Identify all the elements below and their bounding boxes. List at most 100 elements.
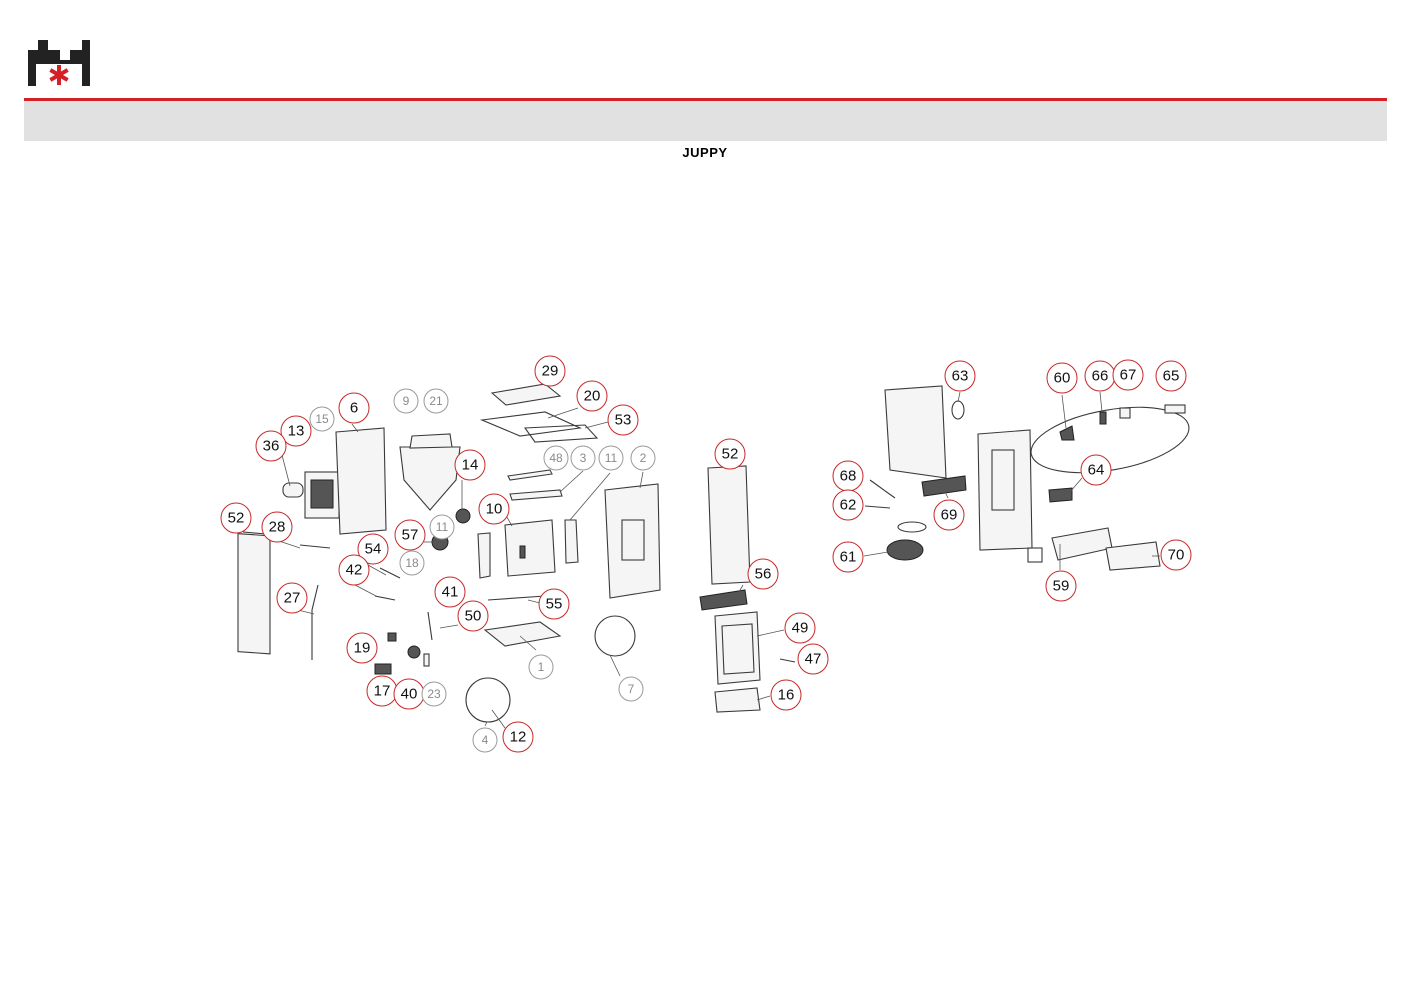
callout-42: 42	[338, 554, 370, 586]
callout-label: 42	[346, 562, 363, 579]
callout-14: 14	[454, 449, 486, 481]
callout-7: 7	[618, 676, 644, 702]
callout-label: 68	[840, 468, 857, 485]
callout-3: 3	[570, 445, 596, 471]
callout-label: 49	[792, 620, 809, 637]
callout-41: 41	[434, 576, 466, 608]
callout-18: 18	[399, 550, 425, 576]
header-grey-band	[24, 101, 1387, 141]
callout-label: 12	[510, 729, 527, 746]
callout-52-left: 52	[220, 502, 252, 534]
page-title: JUPPY	[682, 145, 728, 160]
callout-label: 61	[840, 549, 857, 566]
callout-label: 15	[315, 412, 329, 426]
callout-53: 53	[607, 404, 639, 436]
callout-label: 13	[288, 423, 305, 440]
callout-label: 52	[228, 510, 245, 527]
callout-label: 67	[1120, 367, 1137, 384]
callout-65: 65	[1155, 360, 1187, 392]
callout-13: 13	[280, 415, 312, 447]
callout-label: 17	[374, 683, 391, 700]
callout-62: 62	[832, 489, 864, 521]
callout-label: 9	[403, 394, 410, 408]
callout-49: 49	[784, 612, 816, 644]
callout-label: 7	[628, 682, 635, 696]
callout-label: 10	[486, 501, 503, 518]
callout-label: 52	[722, 446, 739, 463]
callout-label: 66	[1092, 368, 1109, 385]
brand-logo-icon	[28, 40, 90, 86]
callout-52-front: 52	[714, 438, 746, 470]
callout-label: 19	[354, 640, 371, 657]
callout-69: 69	[933, 499, 965, 531]
callout-28: 28	[261, 511, 293, 543]
callout-67: 67	[1112, 359, 1144, 391]
callout-label: 28	[269, 519, 286, 536]
callout-11-b: 11	[429, 514, 455, 540]
callout-64: 64	[1080, 454, 1112, 486]
callout-61: 61	[832, 541, 864, 573]
callout-label: 6	[350, 400, 358, 417]
callout-label: 27	[284, 590, 301, 607]
callout-56: 56	[747, 558, 779, 590]
callout-label: 53	[615, 412, 632, 429]
callout-label: 54	[365, 541, 382, 558]
callout-12: 12	[502, 721, 534, 753]
callout-9: 9	[393, 388, 419, 414]
callout-21: 21	[423, 388, 449, 414]
callout-label: 57	[402, 527, 419, 544]
callout-6: 6	[338, 392, 370, 424]
callout-label: 50	[465, 608, 482, 625]
callout-label: 70	[1168, 547, 1185, 564]
callout-label: 16	[778, 687, 795, 704]
callout-63: 63	[944, 360, 976, 392]
part-side-panel-52	[237, 531, 271, 655]
callout-59: 59	[1045, 570, 1077, 602]
callout-47: 47	[797, 643, 829, 675]
callout-15: 15	[309, 406, 335, 432]
callout-label: 21	[429, 394, 443, 408]
callout-40: 40	[393, 678, 425, 710]
callout-label: 14	[462, 457, 479, 474]
callout-label: 55	[546, 596, 563, 613]
callout-label: 59	[1053, 578, 1070, 595]
callout-10: 10	[478, 493, 510, 525]
callout-label: 2	[640, 451, 647, 465]
callout-label: 18	[405, 556, 419, 570]
callout-label: 69	[941, 507, 958, 524]
callout-17: 17	[366, 675, 398, 707]
callout-label: 20	[584, 388, 601, 405]
callout-label: 40	[401, 686, 418, 703]
callout-4: 4	[472, 727, 498, 753]
callout-19: 19	[346, 632, 378, 664]
header-red-rule	[24, 98, 1387, 101]
callout-label: 29	[542, 363, 559, 380]
callout-label: 36	[263, 438, 280, 455]
callout-label: 62	[840, 497, 857, 514]
callout-label: 1	[538, 660, 545, 674]
callout-54: 54	[357, 533, 389, 565]
callout-2: 2	[630, 445, 656, 471]
callout-label: 41	[442, 584, 459, 601]
callout-23: 23	[421, 681, 447, 707]
callout-label: 4	[482, 733, 489, 747]
callout-1: 1	[528, 654, 554, 680]
callout-27: 27	[276, 582, 308, 614]
callout-label: 63	[952, 368, 969, 385]
callout-label: 11	[436, 520, 449, 534]
callout-label: 11	[605, 451, 618, 465]
callout-48: 48	[543, 445, 569, 471]
callout-label: 47	[805, 651, 822, 668]
callout-70: 70	[1160, 539, 1192, 571]
callout-36: 36	[255, 430, 287, 462]
callout-label: 48	[549, 451, 563, 465]
callout-16: 16	[770, 679, 802, 711]
callout-66: 66	[1084, 360, 1116, 392]
callout-50: 50	[457, 600, 489, 632]
callout-55: 55	[538, 588, 570, 620]
callout-20: 20	[576, 380, 608, 412]
callout-label: 65	[1163, 368, 1180, 385]
callout-label: 56	[755, 566, 772, 583]
callout-label: 60	[1054, 370, 1071, 387]
